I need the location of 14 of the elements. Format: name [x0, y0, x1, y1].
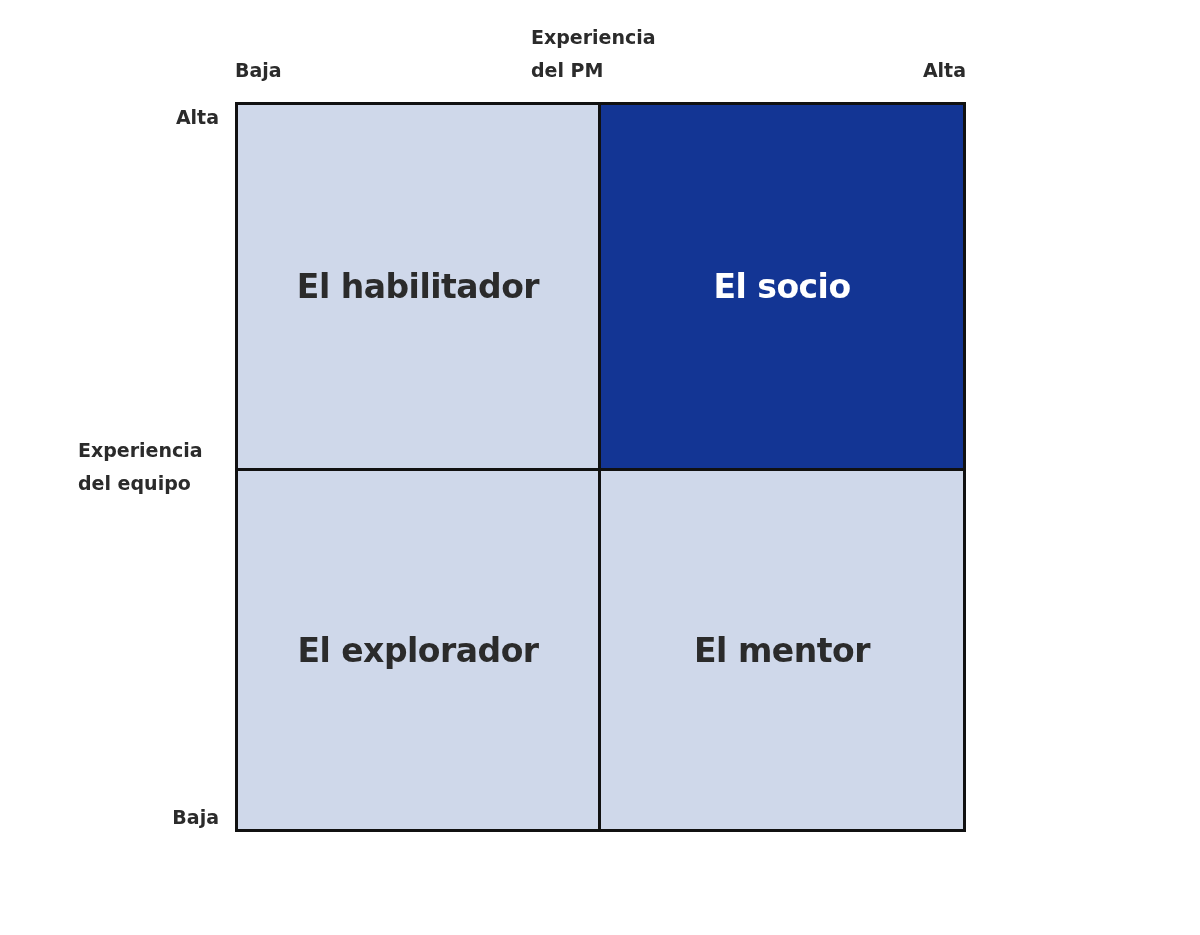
quadrant-box	[235, 102, 601, 471]
quadrant-title: El explorador	[297, 630, 539, 670]
quadrant-title: El habilitador	[296, 267, 540, 306]
axis-label: Alta	[921, 58, 966, 83]
quadrant-title: El mentor	[694, 630, 870, 670]
quadrant-box	[598, 102, 966, 471]
axis-label: Baja	[171, 805, 219, 830]
quadrant-box	[235, 468, 601, 832]
quadrant-title: El socio	[713, 267, 851, 306]
axis-title: Experiencia del equipo	[78, 438, 204, 496]
axis-label: Alta	[174, 105, 219, 130]
axis-label: Baja	[235, 58, 283, 83]
axis-title: Experiencia del PM	[531, 25, 657, 83]
quadrant-box	[598, 468, 966, 832]
